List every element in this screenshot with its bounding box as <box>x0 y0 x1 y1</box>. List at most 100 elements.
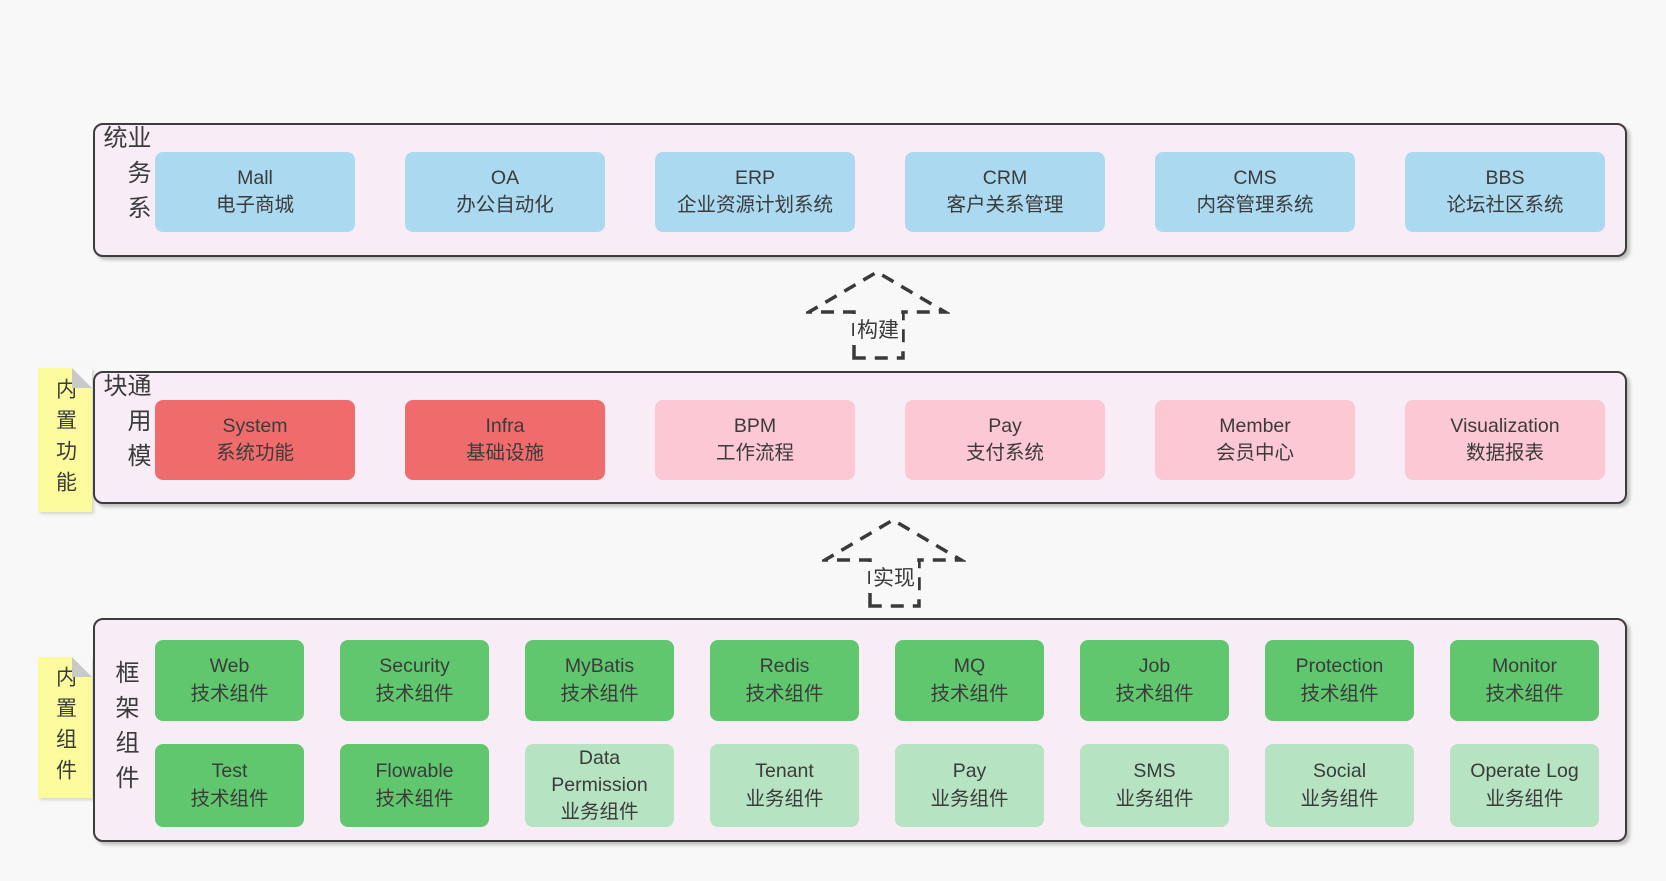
layer-label-business-systems: 业务系统 <box>99 125 150 230</box>
box-title: Social <box>1312 760 1367 783</box>
box-title: Monitor <box>1491 655 1558 678</box>
sticky-note-built-in-features: 内置功能 <box>38 368 92 512</box>
box-title: Data Permission <box>551 746 648 796</box>
module-box-pay: Pay 业务组件 <box>895 744 1044 827</box>
box-subtitle: 技术组件 <box>190 682 269 705</box>
layer-label-wrap: 通用模块 <box>95 373 153 502</box>
module-box-sms: SMS 业务组件 <box>1080 744 1229 827</box>
sticky-note-label: 内置功能 <box>53 378 77 502</box>
box-title: BPM <box>733 414 777 437</box>
box-title: CRM <box>982 166 1028 189</box>
box-title: Visualization <box>1450 414 1560 437</box>
box-subtitle: 技术组件 <box>190 787 269 810</box>
box-title: OA <box>490 166 520 189</box>
box-title: System <box>222 414 288 437</box>
box-title: MyBatis <box>564 655 635 678</box>
module-box-operate-log: Operate Log 业务组件 <box>1450 744 1599 827</box>
module-box-web: Web 技术组件 <box>155 640 304 721</box>
module-box-oa: OA 办公自动化 <box>405 152 605 232</box>
box-title: Security <box>379 655 450 678</box>
module-box-security: Security 技术组件 <box>340 640 489 721</box>
module-box-tenant: Tenant 业务组件 <box>710 744 859 827</box>
box-title: Tenant <box>755 760 814 783</box>
box-title: Flowable <box>375 760 454 783</box>
box-subtitle: 业务组件 <box>1485 787 1564 810</box>
module-box-visualization: Visualization 数据报表 <box>1405 400 1605 480</box>
box-subtitle: 办公自动化 <box>456 194 554 216</box>
module-box-redis: Redis 技术组件 <box>710 640 859 721</box>
module-box-mq: MQ 技术组件 <box>895 640 1044 721</box>
box-title: SMS <box>1133 760 1176 783</box>
box-title: ERP <box>734 166 776 189</box>
box-subtitle: 技术组件 <box>375 787 454 810</box>
module-box-erp: ERP 企业资源计划系统 <box>655 152 855 232</box>
box-subtitle: 内容管理系统 <box>1196 194 1314 216</box>
sticky-note-label: 内置组件 <box>53 665 77 790</box>
box-title: Job <box>1138 655 1171 678</box>
box-subtitle: 数据报表 <box>1465 442 1544 464</box>
module-box-bbs: BBS 论坛社区系统 <box>1405 152 1605 232</box>
box-title: Web <box>209 655 250 678</box>
box-subtitle: 技术组件 <box>745 682 824 705</box>
box-subtitle: 业务组件 <box>1300 787 1379 810</box>
box-title: Test <box>211 760 248 783</box>
module-box-crm: CRM 客户关系管理 <box>905 152 1105 232</box>
module-box-job: Job 技术组件 <box>1080 640 1229 721</box>
box-subtitle: 业务组件 <box>745 787 824 810</box>
layer-label-common-modules: 通用模块 <box>99 373 150 478</box>
build-arrow-up-icon <box>806 269 950 360</box>
box-title: Member <box>1219 414 1291 437</box>
layer-label-framework-components: 框架组件 <box>111 660 138 800</box>
layer-label-wrap: 框架组件 <box>95 620 153 840</box>
implement-arrow: 实现 <box>822 516 966 608</box>
box-subtitle: 技术组件 <box>1300 682 1379 705</box>
layer-business-systems: 业务系统 Mall 电子商城 OA 办公自动化 ERP 企业资源计划系统 CRM 客户关系管理… <box>93 123 1627 257</box>
box-title: Operate Log <box>1470 760 1579 783</box>
implement-arrow-up-icon <box>822 517 966 608</box>
box-subtitle: 支付系统 <box>965 442 1044 464</box>
box-title: MQ <box>953 655 986 678</box>
module-box-protection: Protection 技术组件 <box>1265 640 1414 721</box>
module-box-infra: Infra 基础设施 <box>405 400 605 480</box>
sticky-note-built-in-components: 内置组件 <box>38 657 92 798</box>
box-subtitle: 技术组件 <box>1115 682 1194 705</box>
box-title: Mall <box>237 166 273 189</box>
box-subtitle: 技术组件 <box>1485 682 1564 705</box>
box-subtitle: 业务组件 <box>1115 787 1194 810</box>
box-subtitle: 企业资源计划系统 <box>676 194 833 216</box>
module-box-flowable: Flowable 技术组件 <box>340 744 489 827</box>
box-title: Protection <box>1295 655 1384 678</box>
box-title: BBS <box>1485 166 1525 189</box>
box-subtitle: 业务组件 <box>560 801 639 824</box>
module-box-social: Social 业务组件 <box>1265 744 1414 827</box>
module-box-mall: Mall 电子商城 <box>155 152 355 232</box>
box-title: Pay <box>988 414 1022 437</box>
module-box-member: Member 会员中心 <box>1155 400 1355 480</box>
module-box-monitor: Monitor 技术组件 <box>1450 640 1599 721</box>
box-subtitle: 客户关系管理 <box>946 194 1064 216</box>
box-subtitle: 业务组件 <box>930 787 1009 810</box>
build-arrow: 构建 <box>806 268 950 360</box>
box-subtitle: 基础设施 <box>465 442 544 464</box>
module-box-test: Test 技术组件 <box>155 744 304 827</box>
box-subtitle: 电子商城 <box>215 194 294 216</box>
module-box-pay: Pay 支付系统 <box>905 400 1105 480</box>
module-box-data-permission: Data Permission 业务组件 <box>525 744 674 827</box>
implement-arrow-label: 实现 <box>870 562 918 592</box>
box-title: Redis <box>759 655 810 678</box>
build-arrow-label: 构建 <box>854 314 902 344</box>
box-title: Infra <box>485 414 525 437</box>
box-title: Pay <box>952 760 987 783</box>
box-subtitle: 技术组件 <box>930 682 1009 705</box>
box-subtitle: 工作流程 <box>715 442 794 464</box>
box-subtitle: 会员中心 <box>1215 442 1294 464</box>
box-subtitle: 技术组件 <box>375 682 454 705</box>
box-subtitle: 论坛社区系统 <box>1446 194 1564 216</box>
